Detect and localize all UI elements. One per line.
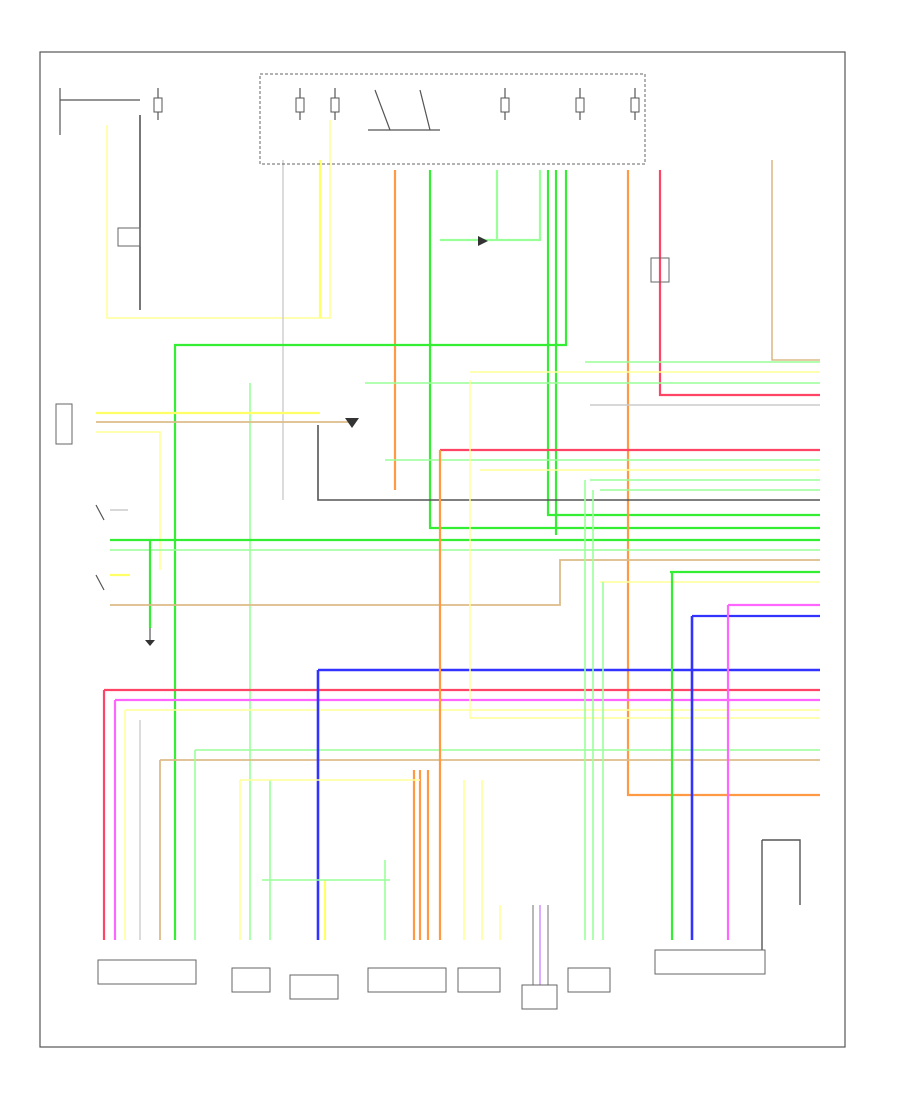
fuse-box-outline: [259, 73, 646, 165]
sensor-box-right: [650, 257, 670, 283]
loop-dark-r: [762, 839, 801, 905]
switch-1: [95, 504, 105, 521]
switch-2: [95, 574, 105, 591]
sensor-box-left: [55, 403, 73, 445]
relay-switch-a: [374, 89, 391, 131]
connector-4: [367, 967, 447, 993]
component-layer: [55, 73, 766, 1010]
wire-ly-loop: [469, 380, 490, 719]
relay-box-left: [117, 227, 141, 247]
wire-red-right: [658, 170, 820, 397]
connector-2: [231, 967, 271, 993]
connector-6: [521, 984, 558, 1010]
wire-green-drop: [428, 170, 820, 530]
fuse-6-icon: [153, 97, 163, 113]
diagram-frame: [39, 51, 846, 1048]
wire-green-drop-2: [440, 170, 542, 242]
wire-yellow-top-loop: [106, 120, 331, 319]
connector-3: [289, 974, 339, 1000]
ground-icon-center: [345, 418, 359, 428]
connector-5: [457, 967, 501, 993]
ground-icon-left: [145, 640, 155, 646]
connector-1: [97, 959, 197, 985]
fuse-3-icon: [500, 97, 510, 113]
relay-switch-b: [419, 89, 431, 131]
bus-dark: [317, 425, 820, 501]
fuse-1-icon: [295, 97, 305, 113]
fuse-2-icon: [330, 97, 340, 113]
bus-ly-left: [96, 431, 161, 570]
fuse-5-icon: [630, 97, 640, 113]
connector-7: [567, 967, 611, 993]
connector-8: [654, 949, 766, 975]
wire-tan-right: [771, 160, 820, 361]
wire-orange-right: [626, 170, 820, 797]
wire-green-3: [546, 170, 820, 517]
wire-layer: [96, 115, 820, 985]
ground-icon-mid: [478, 236, 488, 246]
fuse-4-icon: [575, 97, 585, 113]
wire-green-long: [173, 170, 568, 940]
bus-tan-switch: [110, 559, 820, 606]
